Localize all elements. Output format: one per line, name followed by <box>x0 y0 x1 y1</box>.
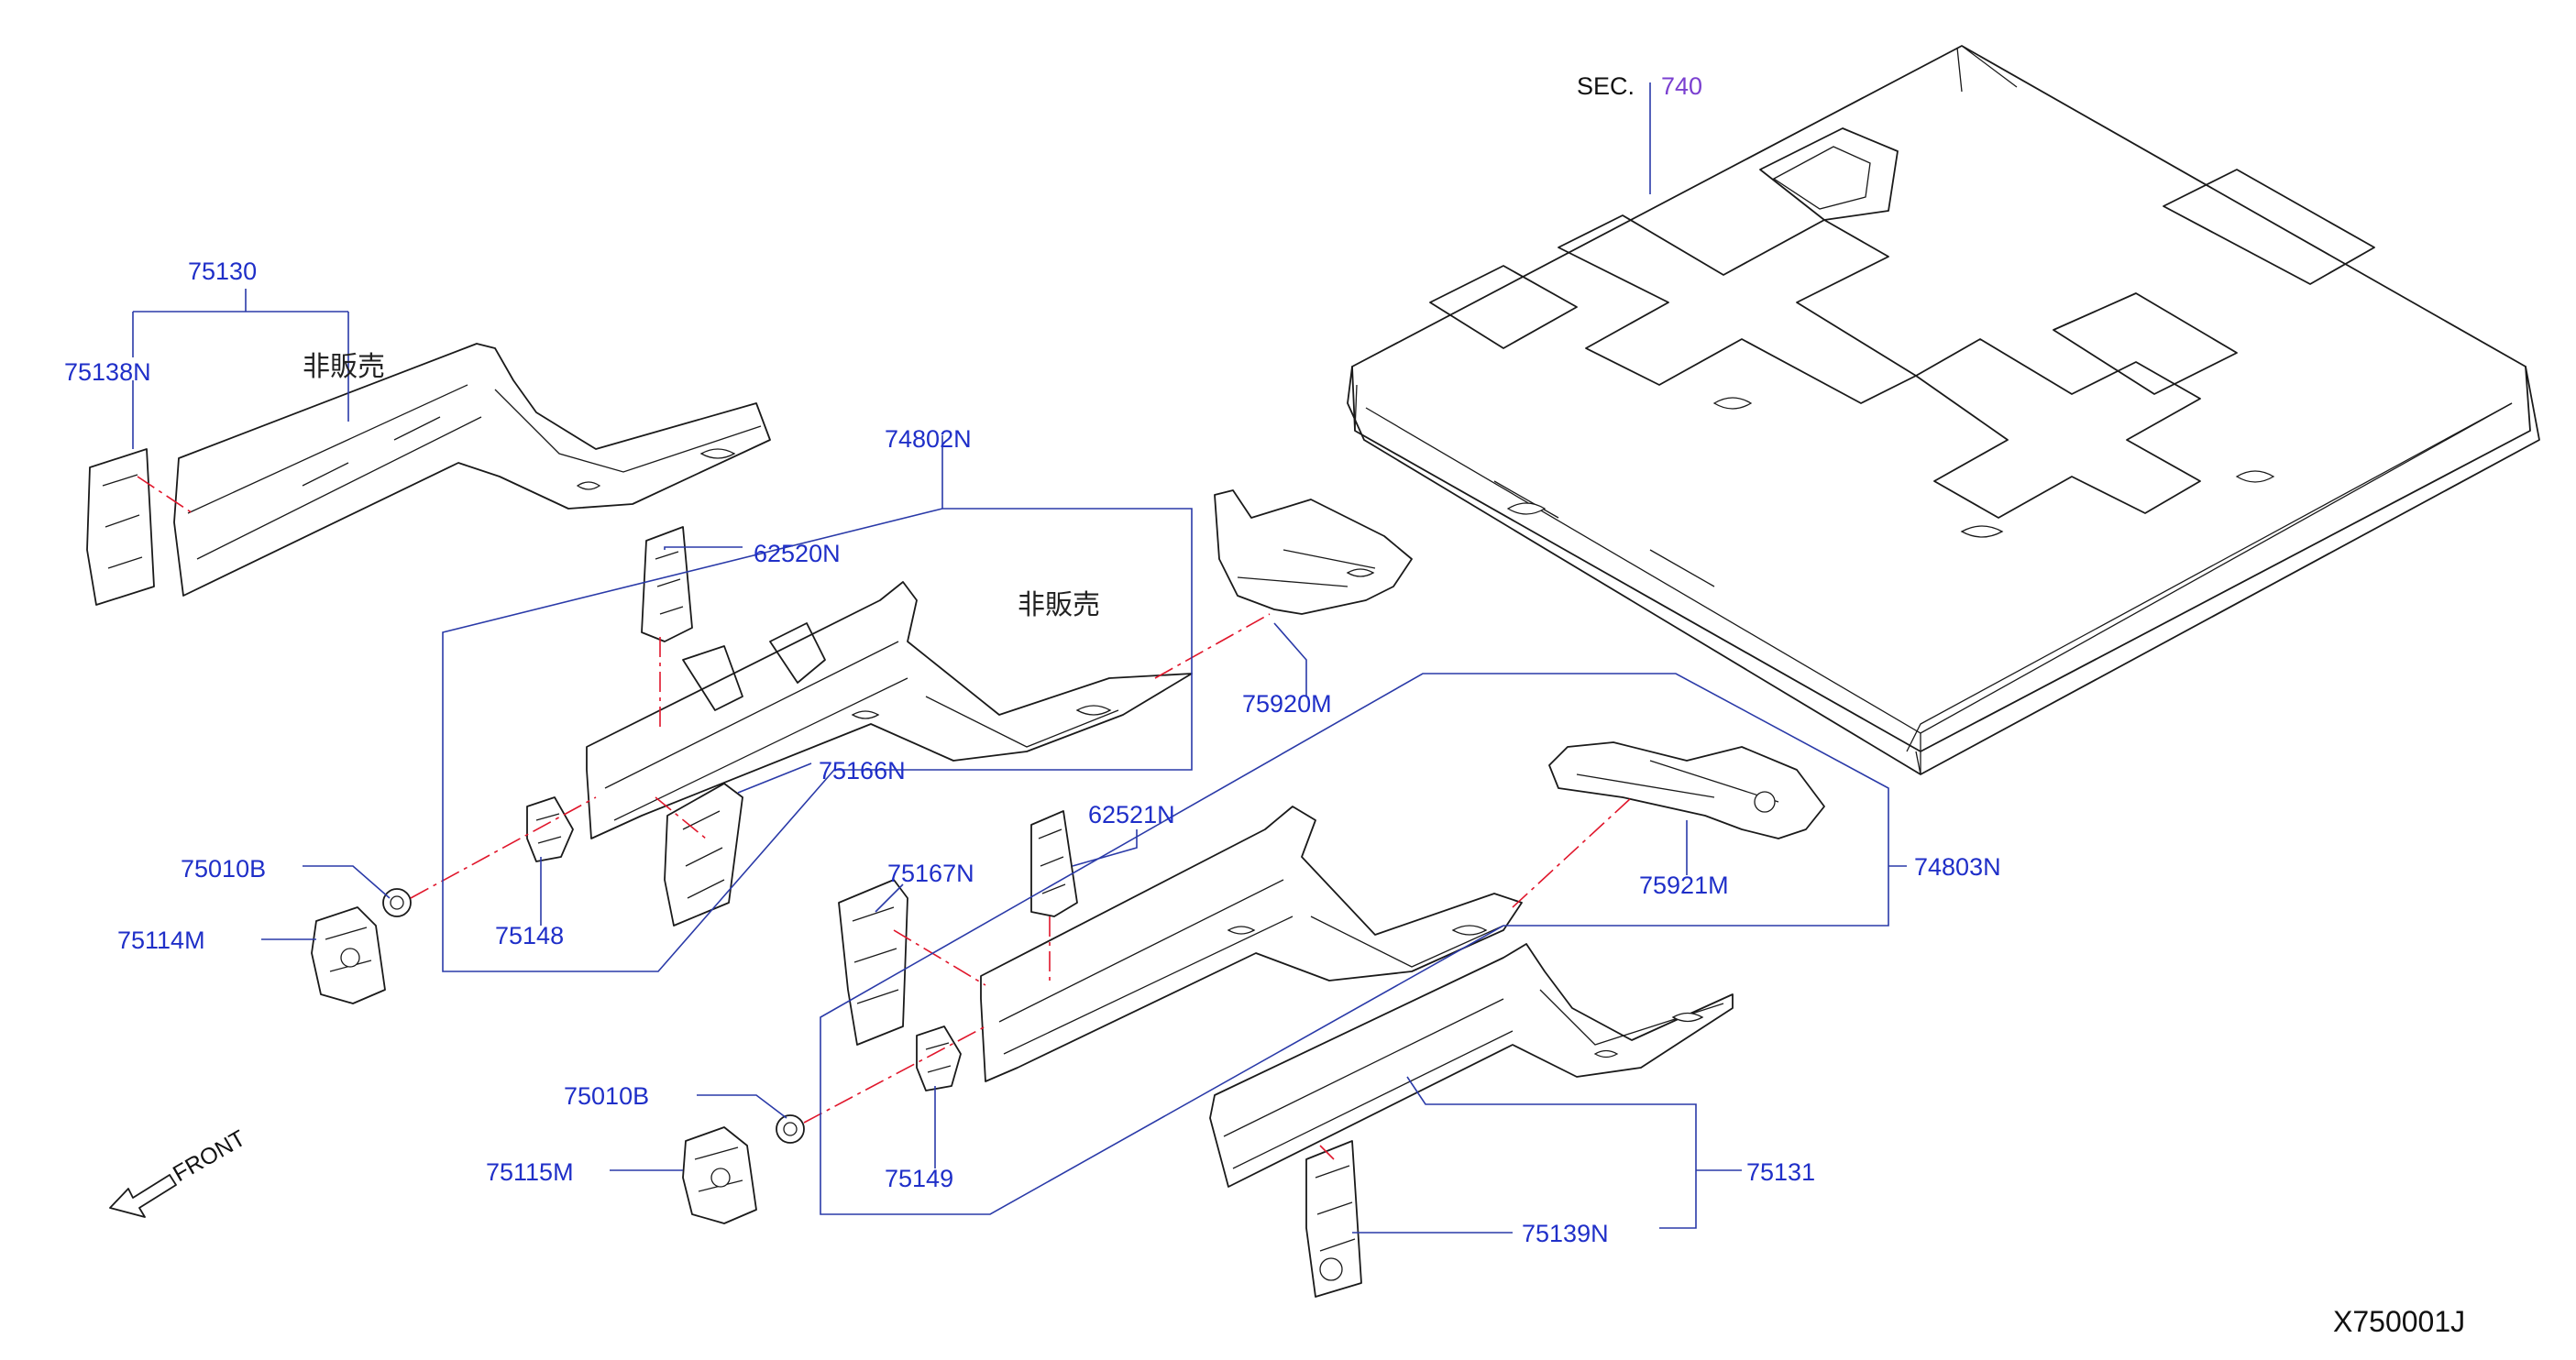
callout-75010B-upper[interactable]: 75010B <box>181 855 266 883</box>
rail-75131 <box>1209 943 1734 1188</box>
bracket-75149 <box>916 1025 962 1091</box>
leader-lines <box>132 82 1907 1234</box>
mount-75114M <box>311 906 386 1004</box>
callout-75138N[interactable]: 75138N <box>64 358 151 386</box>
callout-62520N[interactable]: 62520N <box>754 540 841 567</box>
callout-75921M[interactable]: 75921M <box>1639 872 1729 899</box>
gusset-62520N <box>641 526 693 642</box>
bracket-75167N <box>838 879 908 1046</box>
nut-75010B-lower <box>776 1114 805 1144</box>
callout-75130[interactable]: 75130 <box>188 258 257 285</box>
bracket-75138N <box>86 448 155 606</box>
extension-75921M <box>1548 741 1825 839</box>
center-line-75166N <box>655 796 707 839</box>
callout-62521N[interactable]: 62521N <box>1088 801 1175 828</box>
extension-75920M <box>1214 489 1413 615</box>
group-box-74803N <box>820 673 1889 1215</box>
floor-panel-assembly <box>1347 45 2540 775</box>
callout-75148[interactable]: 75148 <box>495 922 564 949</box>
illustration-code: X750001J <box>2333 1305 2465 1338</box>
front-label: FRONT <box>169 1125 250 1187</box>
not-for-sale-note-middle: 非販売 <box>1018 589 1100 621</box>
gusset-62521N <box>1030 810 1078 917</box>
front-arrow-icon <box>109 1174 177 1218</box>
callout-74802N[interactable]: 74802N <box>885 425 972 453</box>
callout-75166N[interactable]: 75166N <box>819 757 906 784</box>
bracket-75148 <box>526 796 574 862</box>
callout-75149[interactable]: 75149 <box>885 1165 953 1192</box>
center-line-75010B-lower <box>803 1025 986 1124</box>
callout-75131[interactable]: 75131 <box>1746 1158 1815 1186</box>
callout-75115M[interactable]: 75115M <box>486 1158 574 1186</box>
center-line-75920M <box>1154 613 1271 679</box>
not-for-sale-note-upper: 非販売 <box>303 351 385 383</box>
bracket-75166N <box>664 783 743 927</box>
nut-75010B-upper <box>382 888 412 917</box>
callout-75920M[interactable]: 75920M <box>1242 690 1332 718</box>
mount-75115M <box>682 1126 757 1224</box>
bracket-75139N <box>1305 1140 1362 1298</box>
rail-75130 <box>173 343 771 597</box>
center-line-75010B-upper <box>410 796 597 899</box>
callout-75167N[interactable]: 75167N <box>887 860 974 887</box>
callout-75010B-lower[interactable]: 75010B <box>564 1082 649 1110</box>
group-box-74802N <box>442 508 1193 972</box>
member-74803N <box>980 806 1523 1082</box>
section-label: SEC. <box>1577 72 1635 100</box>
center-line-75921M <box>1512 796 1633 908</box>
center-line-75139N <box>1319 1145 1335 1160</box>
section-number-link[interactable]: 740 <box>1661 72 1702 100</box>
callout-75139N[interactable]: 75139N <box>1522 1220 1609 1247</box>
center-line-75138N <box>137 476 193 514</box>
center-line-75167N <box>893 929 986 986</box>
callout-74803N[interactable]: 74803N <box>1914 853 2001 881</box>
member-74802N <box>586 581 1193 839</box>
callout-75114M[interactable]: 75114M <box>117 927 205 954</box>
